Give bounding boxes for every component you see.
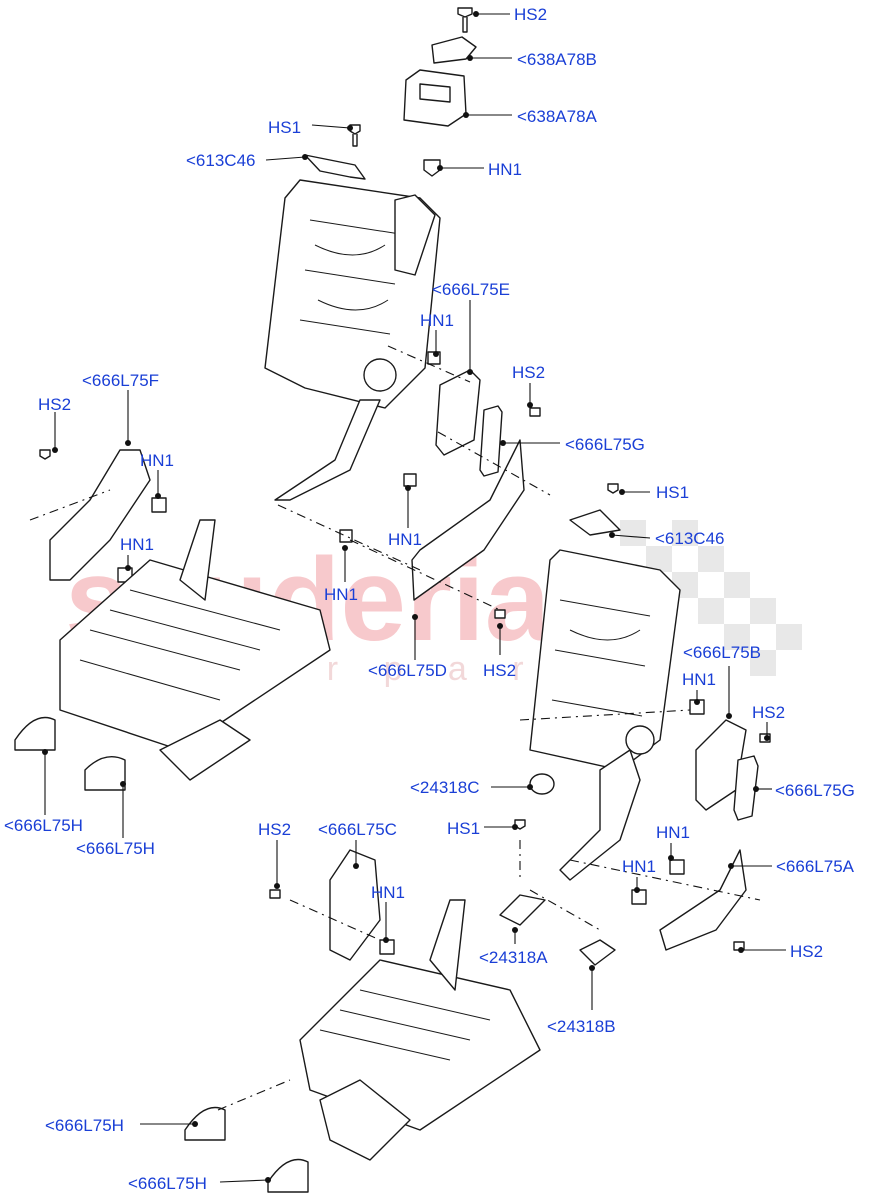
callout-hs2-right-lower[interactable]: HS2	[790, 942, 823, 961]
left-seat-cushion-assembly	[14, 449, 331, 791]
headrest-guide-parts	[304, 7, 477, 180]
callout-638a78b[interactable]: <638A78B	[517, 50, 597, 69]
callout-hn1-center-left[interactable]: HN1	[324, 585, 358, 604]
watermark-checker-flag	[620, 520, 802, 676]
callout-hn1-right-lower-1[interactable]: HN1	[656, 823, 690, 842]
callout-666l75b[interactable]: <666L75B	[683, 643, 761, 662]
callout-hn1-center-lower[interactable]: HN1	[388, 530, 422, 549]
leader-lines	[42, 11, 786, 1183]
right-seat-back-frame	[529, 483, 771, 951]
callout-hn1-left-upper[interactable]: HN1	[140, 451, 174, 470]
callout-666l75h-left-1[interactable]: <666L75H	[4, 816, 83, 835]
callout-613c46-right[interactable]: <613C46	[655, 529, 724, 548]
callout-hs2-lower-left[interactable]: HS2	[258, 820, 291, 839]
callout-hn1-right-lower-2[interactable]: HN1	[622, 857, 656, 876]
callout-24318a[interactable]: <24318A	[479, 948, 548, 967]
callout-labels: HS2 <638A78B <638A78A HS1 <613C46 HN1 <6…	[4, 5, 855, 1193]
callout-hn1-center[interactable]: HN1	[420, 311, 454, 330]
callout-hn1-left-lower[interactable]: HN1	[120, 535, 154, 554]
callout-666l75f[interactable]: <666L75F	[82, 371, 159, 390]
callout-666l75g-right[interactable]: <666L75G	[775, 781, 855, 800]
callout-hs2-top[interactable]: HS2	[514, 5, 547, 24]
callout-613c46-upper[interactable]: <613C46	[186, 151, 255, 170]
alignment-lines	[29, 345, 761, 1111]
callout-hs2-left[interactable]: HS2	[38, 395, 71, 414]
callout-666l75h-bottom-2[interactable]: <666L75H	[128, 1174, 207, 1193]
callout-24318b[interactable]: <24318B	[547, 1017, 616, 1036]
callout-666l75h-bottom-1[interactable]: <666L75H	[45, 1116, 124, 1135]
callout-hn1-upper[interactable]: HN1	[488, 160, 522, 179]
callout-hs1-right[interactable]: HS1	[656, 483, 689, 502]
callout-666l75e[interactable]: <666L75E	[432, 280, 510, 299]
callout-638a78a[interactable]: <638A78A	[517, 107, 598, 126]
callout-666l75a[interactable]: <666L75A	[776, 857, 855, 876]
callout-hs1-upper-left[interactable]: HS1	[268, 118, 301, 137]
callout-666l75c[interactable]: <666L75C	[318, 820, 397, 839]
callout-666l75d[interactable]: <666L75D	[368, 661, 447, 680]
callout-hs2-center-lower[interactable]: HS2	[483, 661, 516, 680]
seat-back-frame-upper	[264, 179, 441, 501]
callout-hn1-right-upper[interactable]: HN1	[682, 670, 716, 689]
callout-666l75g-center[interactable]: <666L75G	[565, 435, 645, 454]
callout-hs2-center[interactable]: HS2	[512, 363, 545, 382]
callout-24318c[interactable]: <24318C	[410, 778, 479, 797]
callout-hn1-lower-left[interactable]: HN1	[371, 883, 405, 902]
lower-seat-cushion-assembly	[184, 819, 616, 1193]
callout-hs1-lower[interactable]: HS1	[447, 819, 480, 838]
callout-666l75h-left-2[interactable]: <666L75H	[76, 839, 155, 858]
callout-hs2-right[interactable]: HS2	[752, 703, 785, 722]
